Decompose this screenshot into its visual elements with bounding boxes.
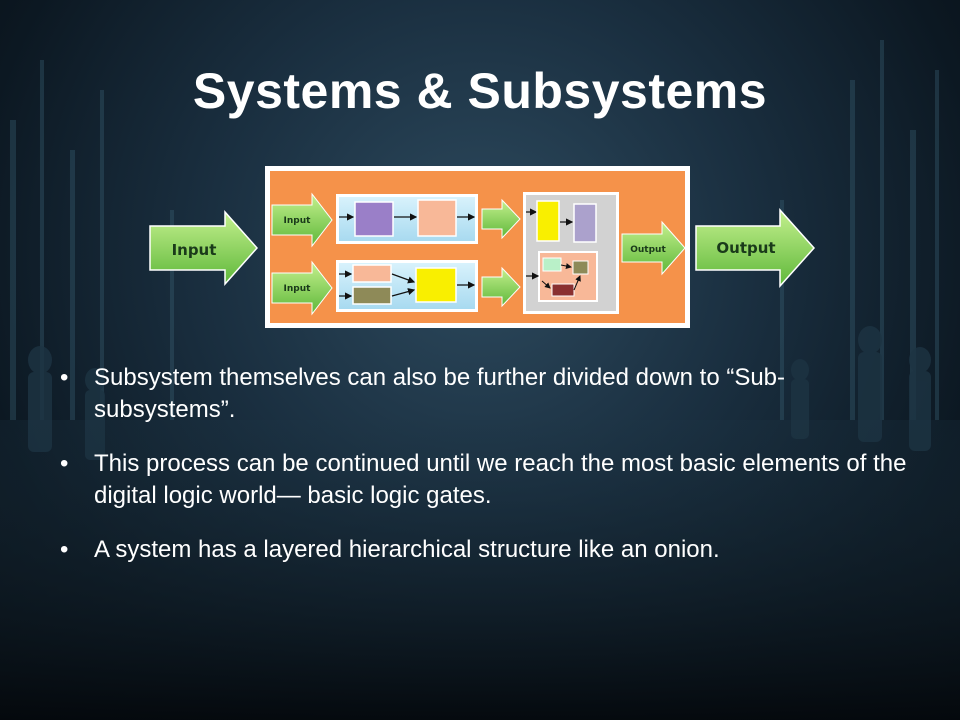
block-olive — [352, 286, 392, 305]
bullet-marker: • — [60, 450, 69, 477]
connector-arrow-bottom — [481, 266, 521, 308]
inner-input-bottom-label: Input — [284, 284, 312, 294]
bullet-text: A system has a layered hierarchical stru… — [94, 536, 720, 563]
inner-input-arrow-top — [271, 192, 333, 248]
subsystem-combiner — [523, 192, 619, 314]
system-block-diagram: Input Input Input — [149, 166, 816, 328]
connector-arrow-top — [481, 198, 521, 240]
block-maroon — [551, 283, 575, 297]
inner-output-label: Output — [630, 245, 666, 255]
outer-output-label: Output — [716, 239, 775, 257]
inner-output-arrow — [621, 220, 686, 276]
inner-input-arrow-bottom — [271, 260, 333, 316]
subsystem-bottom — [336, 260, 478, 312]
slide-title: Systems & Subsystems — [192, 63, 768, 119]
bullet-text: Subsystem themselves can also be further… — [94, 364, 786, 423]
outer-output-arrow — [695, 208, 816, 288]
block-yellow-tall — [536, 200, 560, 242]
bullet-item: • Subsystem themselves can also be furth… — [60, 362, 920, 426]
bullet-item: • A system has a layered hierarchical st… — [60, 534, 920, 566]
block-lavender — [573, 203, 597, 243]
block-olive-small — [572, 260, 589, 275]
inner-input-top-label: Input — [284, 216, 312, 226]
outer-input-label: Input — [172, 241, 217, 259]
bullet-item: • This process can be continued until we… — [60, 448, 920, 512]
block-peach — [417, 199, 457, 237]
block-mint — [542, 257, 562, 272]
block-yellow — [415, 267, 457, 303]
subsystem-top — [336, 194, 478, 244]
block-purple — [354, 201, 394, 237]
bullet-marker: • — [60, 364, 69, 391]
bullet-list: • Subsystem themselves can also be furth… — [60, 362, 920, 588]
bullet-marker: • — [60, 536, 69, 563]
outer-input-arrow — [149, 210, 259, 286]
block-peach-small — [352, 264, 392, 283]
bullet-text: This process can be continued until we r… — [94, 450, 907, 509]
sub-subsystem — [538, 251, 598, 302]
